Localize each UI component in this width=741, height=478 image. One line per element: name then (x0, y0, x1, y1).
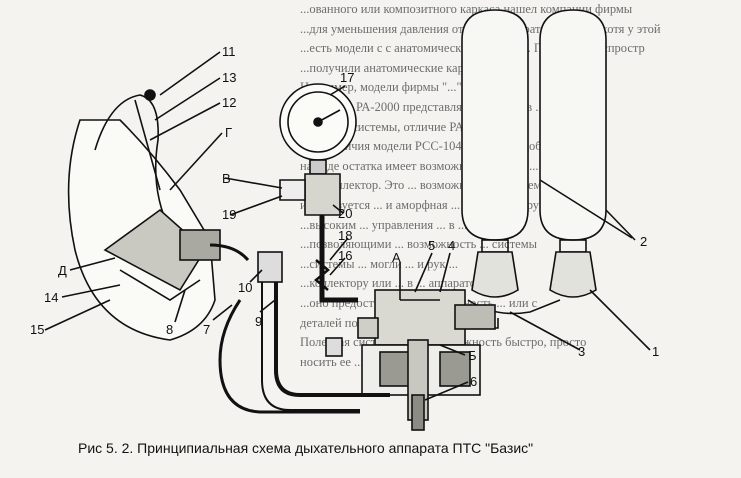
text-line: Например, модели фирмы "..." и "..." (300, 80, 495, 95)
label-G: Г (225, 125, 232, 140)
cylinder-right (539, 9, 607, 298)
figure-caption: Рис 5. 2. Принципиальная схема дыхательн… (78, 440, 534, 456)
label-13: 13 (222, 70, 236, 85)
label-4: 4 (448, 238, 455, 253)
text-line: ...получили анатомические каркасы. (300, 60, 493, 75)
hose-7 (218, 299, 360, 414)
label-5: 5 (428, 238, 435, 253)
text-line: ...позволяющими ... возможность ... сист… (300, 237, 538, 252)
label-8: 8 (166, 322, 173, 337)
label-17: 17 (340, 70, 354, 85)
hose-high-pressure (319, 215, 358, 303)
face-mask (67, 89, 221, 341)
label-11: 11 (222, 44, 236, 59)
label-A: А (392, 250, 401, 265)
label-1: 1 (652, 344, 659, 359)
connector-10 (257, 251, 283, 283)
label-3: 3 (578, 344, 585, 359)
label-B: Б (468, 348, 477, 363)
label-20: 20 (338, 206, 352, 221)
label-2: 2 (640, 234, 647, 249)
text-line: ...высоким ... управления ... в ... (300, 217, 468, 232)
label-7: 7 (203, 322, 210, 337)
text-line: ...ованного или композитного каркаса наш… (300, 2, 633, 16)
label-10: 10 (238, 280, 252, 295)
hose-9 (274, 282, 390, 397)
label-9: 9 (255, 314, 262, 329)
label-V: В (222, 171, 231, 186)
label-15: 15 (30, 322, 44, 337)
label-19: 19 (222, 207, 236, 222)
label-18: 18 (338, 228, 352, 243)
reducer (357, 289, 496, 431)
cylinder-connector (467, 299, 561, 315)
label-D: Д (58, 263, 67, 278)
text-line: ...системы ... могли ... и рук ... (300, 256, 459, 271)
text-line: ...коллектору или ... в ... аппаратом ..… (300, 276, 497, 291)
label-12: 12 (222, 95, 236, 110)
label-6: 6 (470, 374, 477, 389)
pressure-gauge (279, 83, 357, 216)
cylinder-left (461, 9, 529, 298)
label-14: 14 (44, 290, 58, 305)
label-16: 16 (338, 248, 352, 263)
